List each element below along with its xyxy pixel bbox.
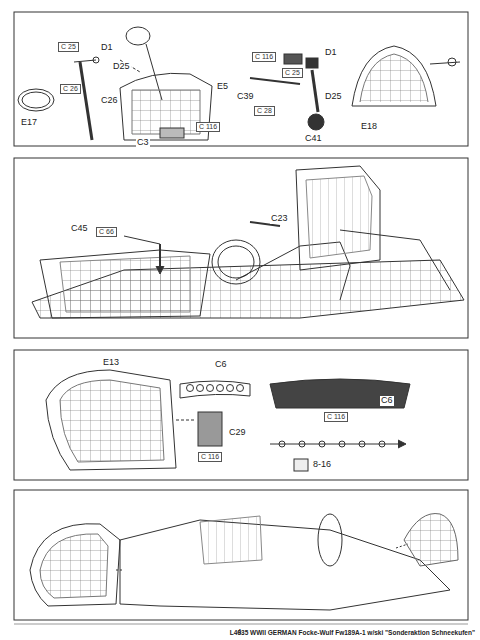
color-code: C 28 xyxy=(254,106,275,116)
color-code: C 26 xyxy=(60,84,81,94)
part-number: C39 xyxy=(236,92,255,102)
part-number: E18 xyxy=(360,122,378,132)
part-number: E17 xyxy=(20,118,38,128)
part-number: C3 xyxy=(136,138,150,148)
part-number: C26 xyxy=(100,96,119,106)
part-number: E13 xyxy=(102,358,120,368)
part-number: 8-16 xyxy=(312,460,332,470)
part-number: C29 xyxy=(228,428,247,438)
color-code: C 25 xyxy=(58,42,79,52)
part-number: C6 xyxy=(380,396,394,406)
part-number: C23 xyxy=(270,214,289,224)
color-code: C 116 xyxy=(196,122,220,132)
part-number: C45 xyxy=(70,224,89,234)
part-number: D25 xyxy=(112,62,131,72)
footer-text: L4835 WWII GERMAN Focke-Wulf Fw189A-1 w/… xyxy=(229,629,476,636)
part-number: D1 xyxy=(100,43,114,53)
color-code: C 25 xyxy=(282,68,303,78)
color-code: C 116 xyxy=(252,52,276,62)
part-number: E5 xyxy=(216,82,229,92)
color-code: C 116 xyxy=(198,452,222,462)
part-number: C6 xyxy=(214,360,228,370)
part-number: C41 xyxy=(304,134,323,144)
color-code: C 66 xyxy=(96,227,117,237)
part-number: D1 xyxy=(324,48,338,58)
part-number: D25 xyxy=(324,92,343,102)
color-code: C 116 xyxy=(324,412,348,422)
